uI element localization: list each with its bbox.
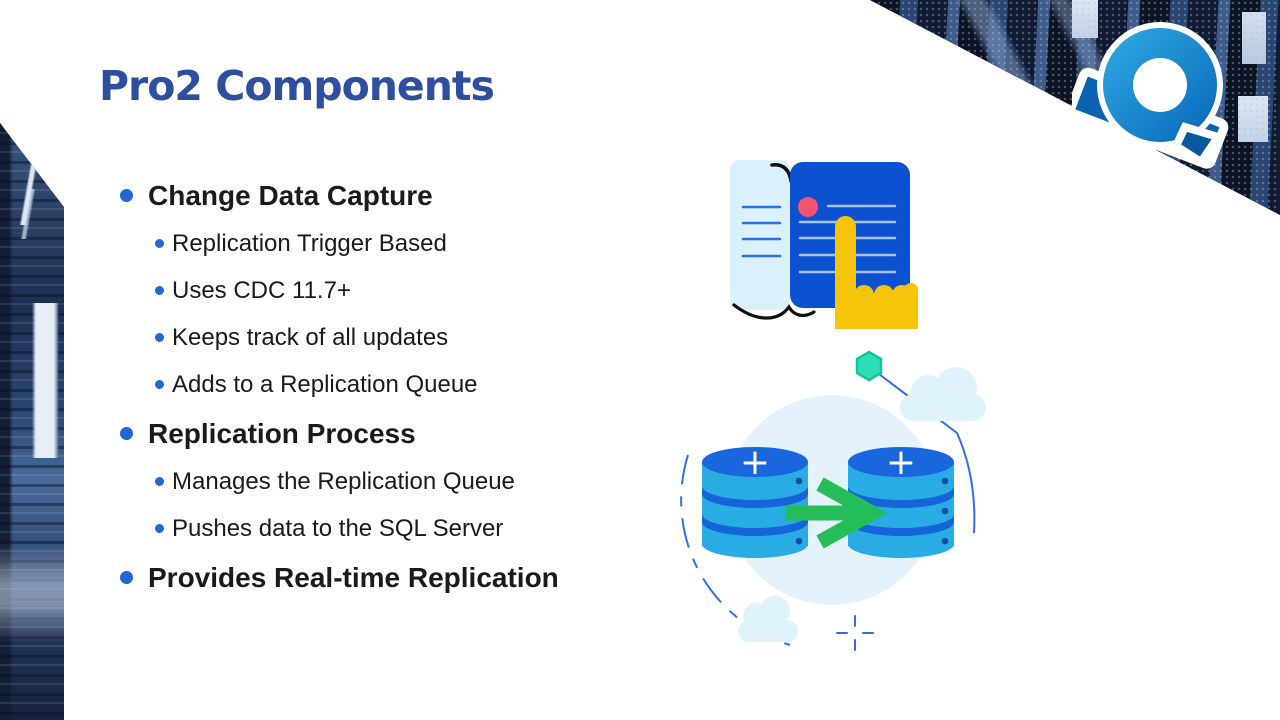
bullet-dot-icon: [120, 189, 133, 202]
bullet-text: Uses CDC 11.7+: [172, 277, 351, 304]
bullet-dot-icon: [155, 333, 164, 342]
bullet-text: Manages the Replication Queue: [172, 468, 515, 495]
bullet-item: Manages the Replication Queue: [155, 467, 700, 497]
cloud-icon-bottom: [738, 596, 798, 642]
bullet-item: Replication Process: [120, 417, 700, 451]
bullet-dot-icon: [155, 524, 164, 533]
cloud-icon-top: [900, 367, 986, 421]
bullet-dot-icon: [120, 427, 133, 440]
logo-band-tip: [1170, 122, 1225, 168]
left-page-lines: [741, 205, 782, 258]
bullet-item: Uses CDC 11.7+: [155, 276, 700, 306]
bullet-item: Keeps track of all updates: [155, 323, 700, 353]
database-plus-label: +: [740, 442, 770, 483]
replication-arrow-icon: [785, 477, 888, 549]
hexagon-icon: [855, 350, 883, 382]
bullet-item: Pushes data to the SQL Server: [155, 514, 700, 544]
bullet-list: Change Data Capture Replication Trigger …: [120, 170, 700, 611]
book-left-page: [730, 160, 790, 310]
bullet-dot-icon: [155, 380, 164, 389]
slide-title: Pro2 Components: [99, 62, 495, 110]
bullet-dot-icon: [155, 239, 164, 248]
bullet-dot-icon: [155, 286, 164, 295]
crosshair-icon: [836, 615, 874, 651]
bullet-text: Provides Real-time Replication: [148, 562, 559, 593]
bullet-item: Change Data Capture: [120, 179, 700, 213]
orbit-line: [878, 373, 976, 534]
bullet-text: Keeps track of all updates: [172, 324, 449, 351]
bullet-text: Change Data Capture: [148, 180, 433, 211]
bullet-text: Adds to a Replication Queue: [172, 371, 478, 398]
bullet-item: Replication Trigger Based: [155, 229, 700, 259]
bullet-text: Replication Process: [148, 418, 416, 449]
pink-dot-icon: [798, 197, 818, 217]
database-icon: +: [702, 442, 808, 558]
bullet-dot-icon: [155, 477, 164, 486]
pro2-logo: [1072, 22, 1229, 169]
pointing-hand-icon: [835, 216, 918, 329]
bullet-text: Replication Trigger Based: [172, 230, 447, 257]
book-illustration: [730, 160, 918, 329]
logo-ring: [1103, 28, 1217, 142]
book-spine-line: [732, 303, 816, 320]
bullet-item: Adds to a Replication Queue: [155, 370, 700, 400]
bullet-text: Pushes data to the SQL Server: [172, 515, 504, 542]
replication-illustration: +: [680, 350, 986, 651]
server-rack-photo-left: [0, 123, 64, 720]
bullet-item: Provides Real-time Replication: [120, 561, 700, 595]
bullet-dot-icon: [120, 571, 133, 584]
